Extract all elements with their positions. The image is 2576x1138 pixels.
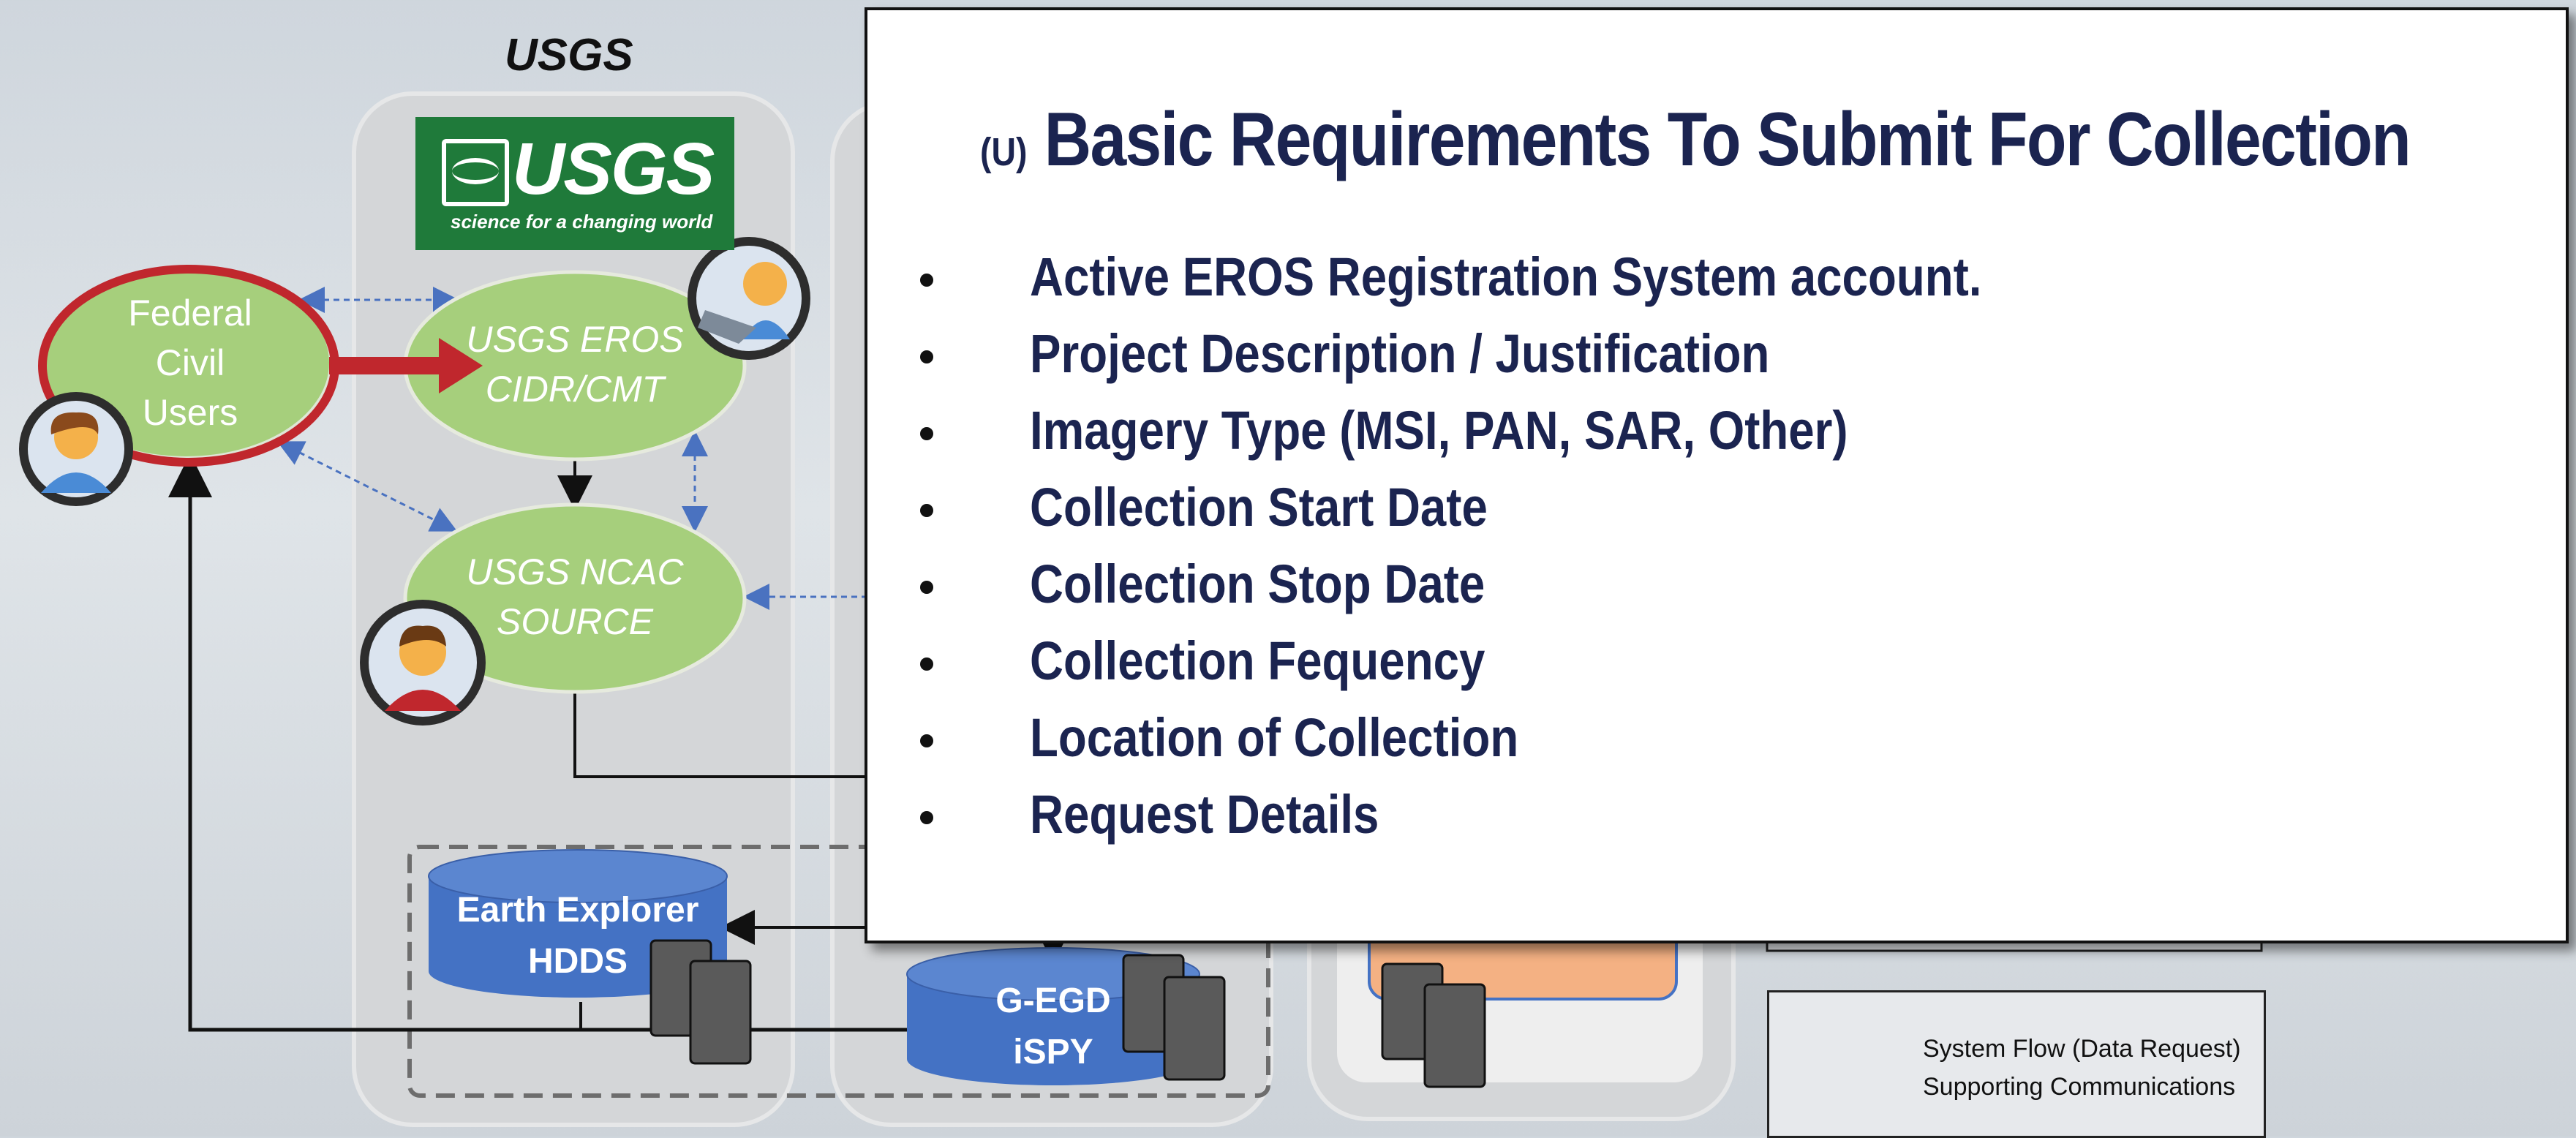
data-container bbox=[407, 845, 1270, 1098]
user-avatar-female bbox=[19, 392, 133, 506]
flow-ncac-right bbox=[573, 693, 867, 778]
bullet-icon bbox=[920, 350, 933, 363]
legend: System Flow (Data Request) Supporting Co… bbox=[1767, 990, 2266, 1138]
legend-supporting-comms: Supporting Communications bbox=[1923, 1073, 2236, 1101]
usgs-logo: USGS science for a changing world bbox=[415, 117, 734, 250]
popup-title-text: Basic Requirements To Submit For Collect… bbox=[1044, 97, 2411, 182]
federal-users-label: Federal Civil Users bbox=[128, 293, 252, 433]
user-avatar-male bbox=[360, 600, 486, 726]
legend-system-flow: System Flow (Data Request) bbox=[1923, 1035, 2241, 1063]
user-avatar-laptop bbox=[688, 237, 810, 360]
ncac-node bbox=[403, 502, 747, 694]
bullet-icon bbox=[920, 734, 933, 747]
gegd-label: G-EGD iSPY bbox=[995, 981, 1111, 1071]
popup-title: (U) Basic Requirements To Submit For Col… bbox=[980, 97, 2411, 184]
bullet-icon bbox=[920, 427, 933, 440]
earth-explorer-label: Earth Explorer HDDS bbox=[456, 891, 699, 981]
classification-tag: (U) bbox=[980, 130, 1028, 174]
bullet-icon bbox=[920, 274, 933, 287]
comm-users-ncac bbox=[276, 441, 458, 532]
bullet-icon bbox=[920, 657, 933, 671]
logo-tagline: science for a changing world bbox=[451, 211, 713, 233]
usgs-wave-icon bbox=[442, 139, 509, 206]
logo-word: USGS bbox=[512, 128, 715, 210]
eros-label: USGS EROS CIDR/CMT bbox=[466, 319, 684, 410]
red-highlight-arrow bbox=[329, 338, 483, 393]
bullet-icon bbox=[920, 581, 933, 594]
requirements-popup: (U) Basic Requirements To Submit For Col… bbox=[865, 7, 2569, 943]
ncac-label: USGS NCAC SOURCE bbox=[466, 551, 684, 642]
server-icon bbox=[649, 939, 1486, 1088]
bullet-icon bbox=[920, 504, 933, 517]
usgs-lane-title: USGS bbox=[505, 30, 633, 80]
bullet-icon bbox=[920, 811, 933, 824]
